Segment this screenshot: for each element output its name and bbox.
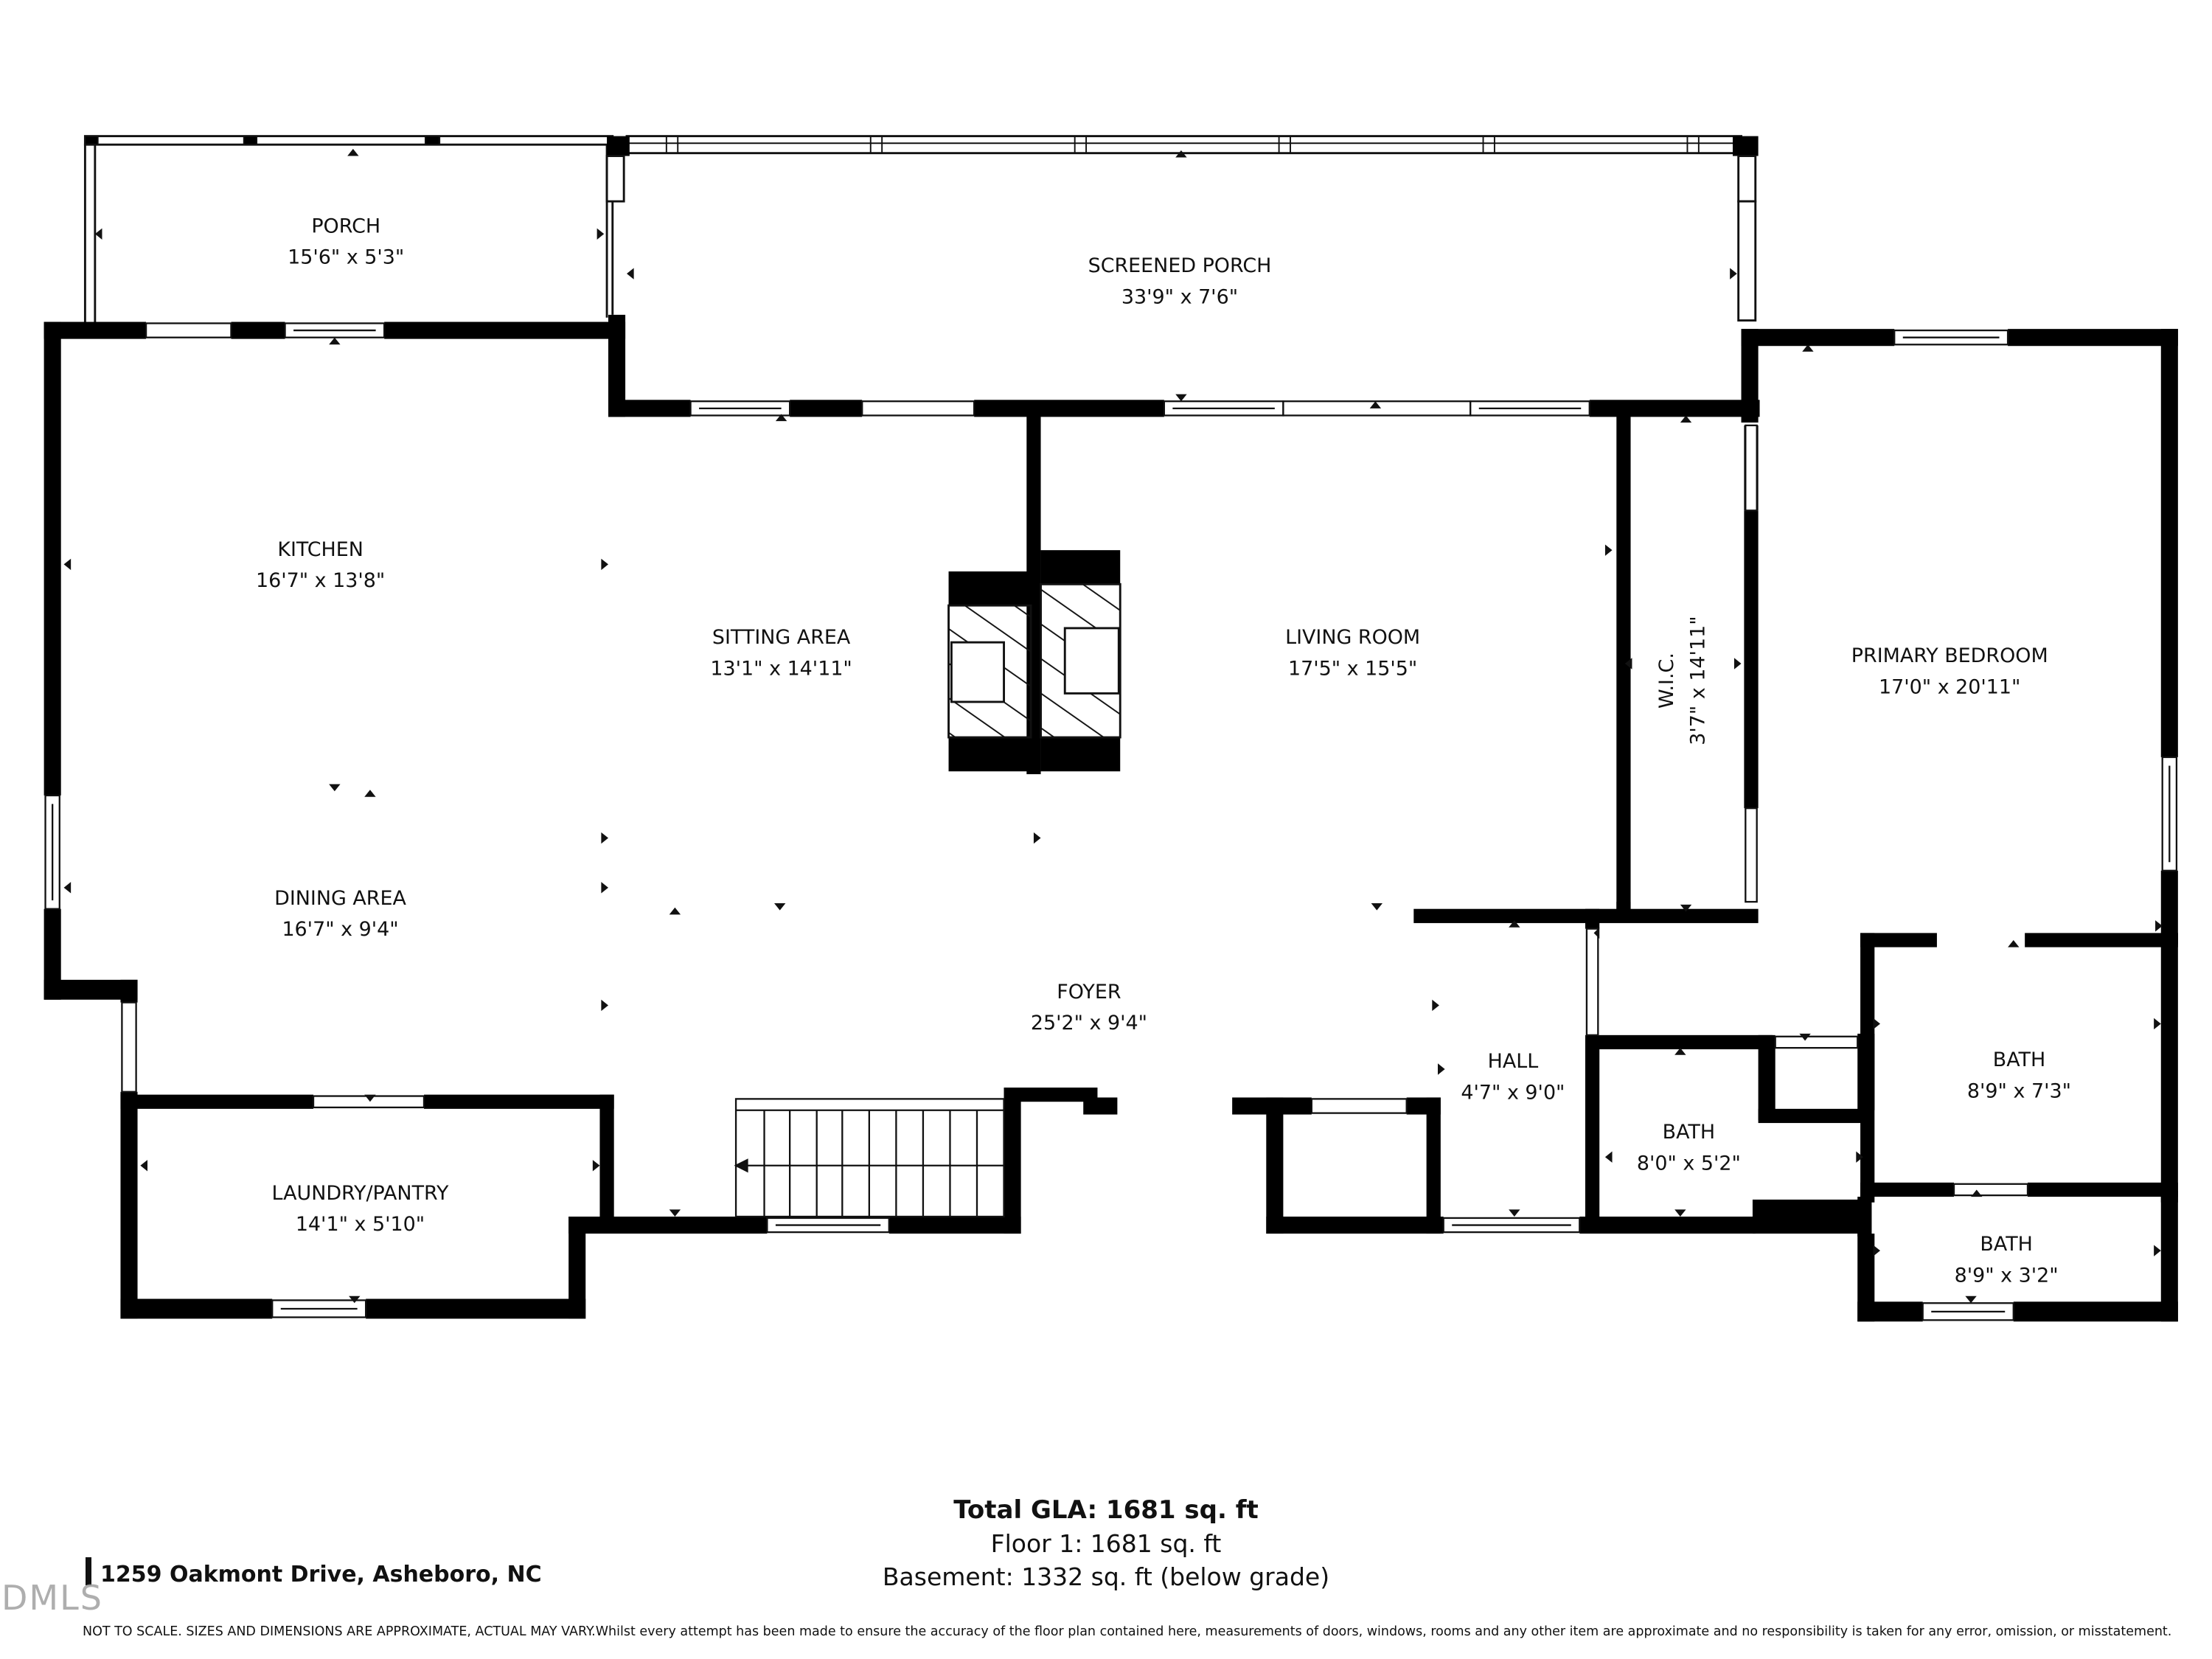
floor1-area: Floor 1: 1681 sq. ft bbox=[990, 1529, 1222, 1558]
living-room-name: LIVING ROOM bbox=[1285, 626, 1420, 649]
living-room-dims: 17'5" x 15'5" bbox=[1288, 657, 1417, 680]
sitting-area-name: SITTING AREA bbox=[712, 626, 851, 649]
screened-porch-dims: 33'9" x 7'6" bbox=[1121, 286, 1238, 309]
hall-name: HALL bbox=[1488, 1050, 1539, 1073]
kitchen-name: KITCHEN bbox=[277, 538, 364, 561]
room-labels: PORCH 15'6" x 5'3" SCREENED PORCH 33'9" … bbox=[256, 215, 2071, 1287]
kitchen-dims: 16'7" x 13'8" bbox=[256, 569, 385, 592]
primary-bedroom-dims: 17'0" x 20'11" bbox=[1879, 675, 2020, 698]
dimension-markers bbox=[63, 148, 2163, 1304]
mls-logo: DMLS bbox=[1, 1578, 103, 1618]
dining-area-dims: 16'7" x 9'4" bbox=[282, 918, 398, 941]
wic-dims: 3'7" x 14'11" bbox=[1687, 616, 1710, 745]
bath-primary-name: BATH bbox=[1993, 1048, 2045, 1071]
screened-porch-walls bbox=[605, 135, 1759, 322]
bath-hall-name: BATH bbox=[1663, 1121, 1715, 1144]
windows bbox=[44, 322, 2178, 1321]
address-marker bbox=[86, 1557, 91, 1585]
staircase bbox=[734, 1098, 1005, 1218]
screened-porch-name: SCREENED PORCH bbox=[1088, 254, 1272, 277]
bath-small-dims: 8'9" x 3'2" bbox=[1955, 1264, 2059, 1287]
primary-bedroom-name: PRIMARY BEDROOM bbox=[1851, 644, 2048, 667]
porch-dims: 15'6" x 5'3" bbox=[288, 246, 404, 269]
wic-name: W.I.C. bbox=[1655, 653, 1678, 709]
foyer-name: FOYER bbox=[1057, 981, 1121, 1004]
basement-area: Basement: 1332 sq. ft (below grade) bbox=[882, 1562, 1330, 1591]
total-gla: Total GLA: 1681 sq. ft bbox=[953, 1495, 1259, 1525]
bath-primary-dims: 8'9" x 7'3" bbox=[1967, 1079, 2071, 1102]
bath-small-name: BATH bbox=[1980, 1233, 2032, 1256]
foyer-dims: 25'2" x 9'4" bbox=[1031, 1012, 1147, 1034]
laundry-name: LAUNDRY/PANTRY bbox=[272, 1182, 449, 1205]
laundry-dims: 14'1" x 5'10" bbox=[296, 1213, 425, 1236]
sitting-area-dims: 13'1" x 14'11" bbox=[710, 657, 852, 680]
dining-area-name: DINING AREA bbox=[274, 887, 406, 910]
disclaimer: NOT TO SCALE. SIZES AND DIMENSIONS ARE A… bbox=[83, 1624, 2172, 1639]
exterior-walls bbox=[44, 314, 2178, 1322]
property-address: 1259 Oakmont Drive, Asheboro, NC bbox=[100, 1562, 542, 1587]
hall-dims: 4'7" x 9'0" bbox=[1461, 1081, 1565, 1104]
bath-hall-dims: 8'0" x 5'2" bbox=[1637, 1152, 1741, 1175]
porch-name: PORCH bbox=[311, 215, 380, 237]
fireplace bbox=[947, 550, 1121, 772]
